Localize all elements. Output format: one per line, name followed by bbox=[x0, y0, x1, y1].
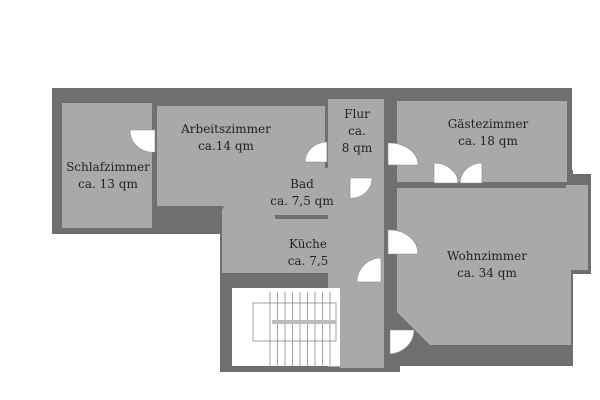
door-flur-gaeste[interactable] bbox=[387, 142, 419, 166]
flur-area-line1: ca. bbox=[348, 124, 366, 138]
arbeitszimmer-area: ca.14 qm bbox=[198, 139, 254, 153]
gaestezimmer-name: Gästezimmer bbox=[448, 117, 529, 131]
arbeitszimmer-name: Arbeitszimmer bbox=[180, 122, 271, 136]
doors bbox=[129, 129, 483, 355]
kueche-area: ca. 7,5 bbox=[288, 254, 329, 268]
room-schlafzimmer bbox=[62, 103, 152, 228]
room-kueche bbox=[222, 219, 348, 273]
handrail bbox=[272, 320, 336, 324]
flur-name: Flur bbox=[344, 107, 370, 121]
room-wohnzimmer bbox=[397, 188, 571, 345]
flur-area-line2: 8 qm bbox=[342, 141, 373, 155]
gaestezimmer-area: ca. 18 qm bbox=[458, 134, 518, 148]
door-gaeste-wohn-right[interactable] bbox=[459, 162, 483, 184]
room-bay bbox=[566, 185, 588, 270]
stairwell bbox=[232, 288, 384, 368]
wohnzimmer-area: ca. 34 qm bbox=[457, 266, 517, 280]
schlafzimmer-area: ca. 13 qm bbox=[78, 177, 138, 191]
schlafzimmer-name: Schlafzimmer bbox=[66, 160, 150, 174]
door-flur-bad[interactable] bbox=[349, 177, 373, 199]
door-flur-kueche[interactable] bbox=[356, 257, 382, 283]
door-entrance[interactable] bbox=[389, 329, 415, 355]
door-arbeit-flur[interactable] bbox=[304, 141, 328, 163]
bad-area: ca. 7,5 qm bbox=[270, 194, 334, 208]
door-flur-wohn[interactable] bbox=[387, 229, 419, 255]
wohnzimmer-name: Wohnzimmer bbox=[447, 249, 527, 263]
door-schlaf-arbeit[interactable] bbox=[129, 129, 156, 153]
door-gaeste-wohn-left[interactable] bbox=[433, 162, 459, 184]
bad-name: Bad bbox=[290, 177, 314, 191]
kueche-name: Küche bbox=[289, 237, 327, 251]
room-bad bbox=[222, 168, 348, 235]
